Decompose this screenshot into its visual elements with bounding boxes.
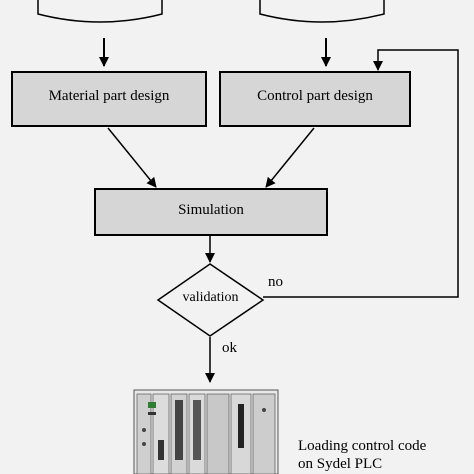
no-edge-label: no	[268, 274, 283, 290]
simulation-label: Simulation	[178, 202, 244, 218]
validation-diamond	[156, 263, 265, 337]
ok-edge-label: ok	[222, 340, 237, 356]
simulation-box	[94, 188, 328, 236]
caption-line-2: on Sydel PLC	[298, 456, 383, 472]
caption-line-1: Loading control code	[298, 438, 427, 454]
material-part-design-label: Material part design	[48, 88, 170, 104]
right-database-shape	[259, 0, 385, 23]
arrow-material-to-simulation	[107, 127, 157, 188]
material-part-design-box	[11, 71, 207, 127]
control-part-design-box	[219, 71, 411, 127]
plc-hardware-illustration	[133, 389, 279, 474]
validation-label: validation	[182, 290, 239, 305]
left-database-shape	[37, 0, 163, 23]
arrow-control-to-simulation	[265, 127, 315, 188]
control-part-design-label: Control part design	[257, 88, 373, 104]
feedback-loop-line	[263, 49, 459, 298]
